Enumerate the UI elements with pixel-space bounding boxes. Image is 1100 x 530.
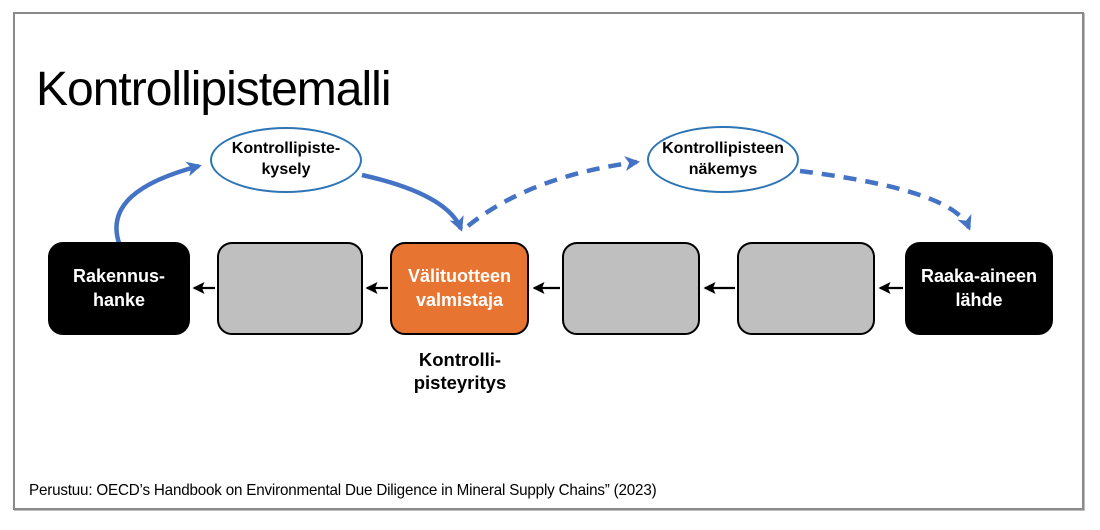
box-chain-step-2 [217, 242, 363, 335]
box-rakennushanke: Rakennus- hanke [48, 242, 190, 335]
source-citation: Perustuu: OECD’s Handbook on Environment… [29, 482, 657, 499]
control-point-company-label: Kontrolli- pisteyritys [413, 349, 507, 394]
view-arrow-dashed [466, 156, 972, 231]
box-chain-step-5 [737, 242, 875, 335]
page-title: Kontrollipistemalli [36, 63, 391, 117]
box-raaka-aineen-lahde: Raaka-aineen lähde [905, 242, 1053, 335]
query-arrow-solid [114, 161, 464, 244]
box-chain-step-4 [562, 242, 700, 335]
oval-kontrollipiste-kysely: Kontrollipiste- kysely [210, 127, 362, 193]
box-valituotteen-valmistaja: Välituotteen valmistaja [390, 242, 529, 335]
oval-kontrollipisteen-nakemys: Kontrollipisteen näkemys [647, 126, 799, 193]
